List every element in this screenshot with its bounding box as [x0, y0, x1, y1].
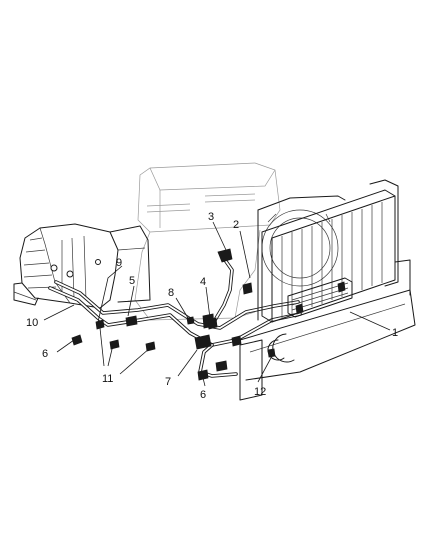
aux-transmission-cooler: [287, 277, 353, 318]
callout-labels: 1 2 3 4 5 6 6 7 8 9 10 11 12: [26, 211, 398, 401]
callout-1: 1: [392, 327, 398, 339]
callout-11: 11: [102, 373, 113, 385]
radiator: [261, 179, 399, 323]
lower-air-dam: [239, 259, 416, 381]
callout-8: 8: [168, 287, 174, 299]
callout-4: 4: [200, 276, 206, 288]
lower-bracket: [239, 339, 263, 401]
leader-lines: [43, 221, 391, 387]
callout-2: 2: [233, 219, 239, 231]
callout-6b: 6: [200, 389, 206, 401]
callout-7: 7: [165, 376, 171, 388]
fan-shroud: [257, 195, 346, 321]
callout-10: 10: [26, 317, 38, 329]
callout-12: 12: [254, 386, 266, 398]
callout-3: 3: [208, 211, 214, 223]
callout-9: 9: [116, 257, 122, 269]
hardware: [71, 248, 253, 381]
cooler-lines: [48, 258, 302, 378]
callout-5: 5: [129, 275, 135, 287]
hose-clamp: [267, 333, 295, 363]
callout-6a: 6: [42, 348, 48, 360]
